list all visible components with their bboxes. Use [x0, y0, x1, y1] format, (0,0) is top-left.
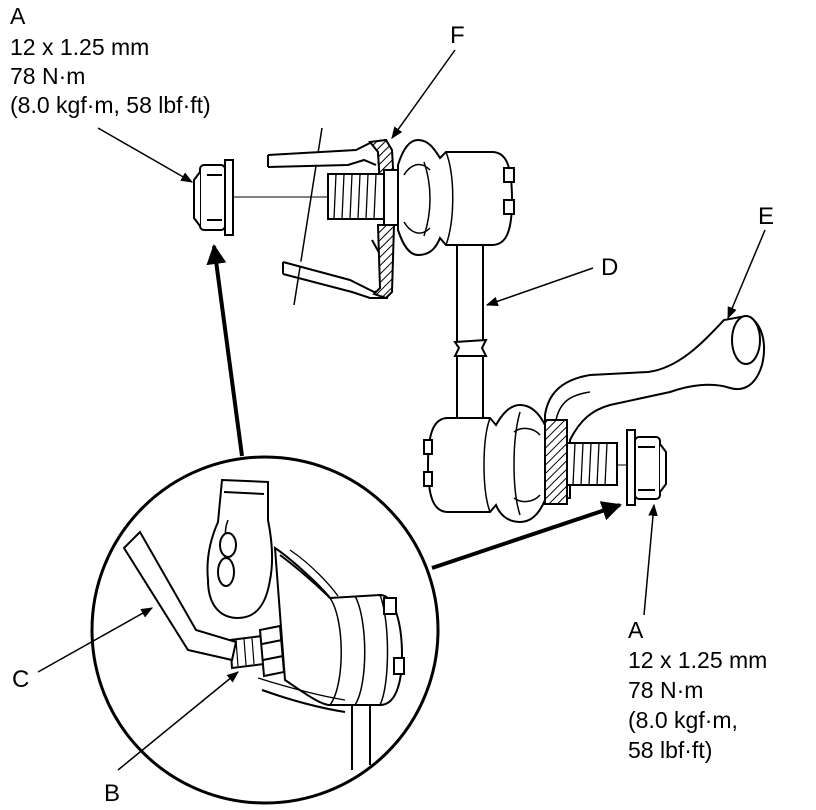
- inset-arrow-to-lower-nut: [431, 501, 622, 570]
- label-e: E: [758, 203, 775, 230]
- callout-a-top-letter: A: [10, 3, 26, 29]
- leader-c: [37, 607, 154, 673]
- label-c: C: [12, 666, 30, 693]
- lower-ball-joint-stud: [566, 442, 618, 486]
- label-b: B: [104, 780, 121, 807]
- upper-ball-joint-stud: [327, 169, 399, 226]
- callout-a-top-torque-alt: (8.0 kgf·m, 58 lbf·ft): [10, 92, 211, 118]
- stabilizer-link-rod: [453, 244, 488, 432]
- stabilizer-bar: [544, 314, 765, 499]
- inset-arrow-to-upper-nut: [206, 244, 244, 457]
- label-d: D: [601, 254, 619, 281]
- callout-a-bottom-thread: 12 x 1.25 mm: [628, 647, 768, 673]
- leader-lines: [37, 49, 766, 771]
- leader-f: [391, 49, 456, 139]
- upper-ball-joint: [397, 138, 515, 257]
- callout-a-bottom-letter: A: [628, 617, 644, 643]
- callout-a-top-torque: 78 N·m: [10, 63, 86, 89]
- label-f: F: [450, 22, 465, 49]
- callout-a-top-thread: 12 x 1.25 mm: [10, 34, 150, 60]
- callout-a-bottom-torque-alt-1: (8.0 kgf·m,: [628, 707, 738, 733]
- stabilizer-bar-section: [544, 419, 568, 505]
- leader-a-bottom: [643, 503, 658, 616]
- leader-a-top: [97, 127, 194, 183]
- leader-d: [485, 267, 594, 306]
- leader-b: [117, 671, 239, 771]
- lower-ball-joint: [423, 403, 546, 524]
- leader-e: [727, 229, 766, 320]
- upper-flange-nut: [193, 159, 234, 236]
- callout-a-bottom-torque: 78 N·m: [628, 677, 704, 703]
- lower-flange-nut: [626, 429, 667, 506]
- tool-detail-inset: [90, 455, 440, 805]
- callout-a-bottom-torque-alt-2: 58 lbf·ft): [628, 737, 713, 763]
